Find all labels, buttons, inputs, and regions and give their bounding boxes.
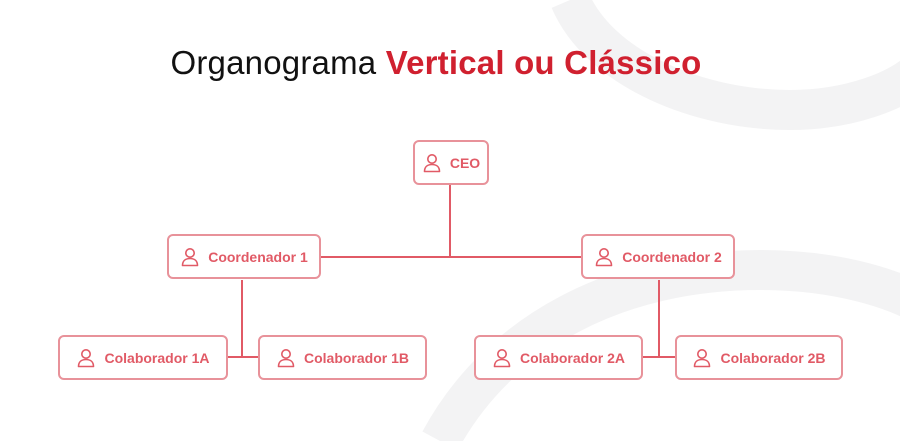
- user-icon: [692, 348, 712, 368]
- node-label: Colaborador 1A: [104, 349, 210, 366]
- title-accent: Vertical ou Clássico: [385, 44, 702, 81]
- node-colaborador-1b[interactable]: Colaborador 1B: [258, 335, 427, 380]
- node-colaborador-2a[interactable]: Colaborador 2A: [474, 335, 643, 380]
- node-label: Coordenador 1: [208, 248, 308, 265]
- node-label: Coordenador 2: [622, 248, 722, 265]
- user-icon: [276, 348, 296, 368]
- user-icon: [422, 153, 442, 173]
- node-ceo[interactable]: CEO: [413, 140, 489, 185]
- page-title: Organograma Vertical ou Clássico: [0, 44, 872, 82]
- user-icon: [76, 348, 96, 368]
- user-icon: [492, 348, 512, 368]
- node-label: Colaborador 2A: [519, 349, 625, 366]
- user-icon: [180, 247, 200, 267]
- node-colaborador-2b[interactable]: Colaborador 2B: [675, 335, 843, 380]
- user-icon: [594, 247, 614, 267]
- node-colaborador-1a[interactable]: Colaborador 1A: [58, 335, 228, 380]
- title-main: Organograma: [170, 44, 377, 81]
- node-label: CEO: [449, 154, 481, 171]
- node-coordenador-1[interactable]: Coordenador 1: [167, 234, 321, 279]
- node-label: Colaborador 1B: [303, 349, 409, 366]
- node-label: Colaborador 2B: [720, 349, 826, 366]
- node-coordenador-2[interactable]: Coordenador 2: [581, 234, 735, 279]
